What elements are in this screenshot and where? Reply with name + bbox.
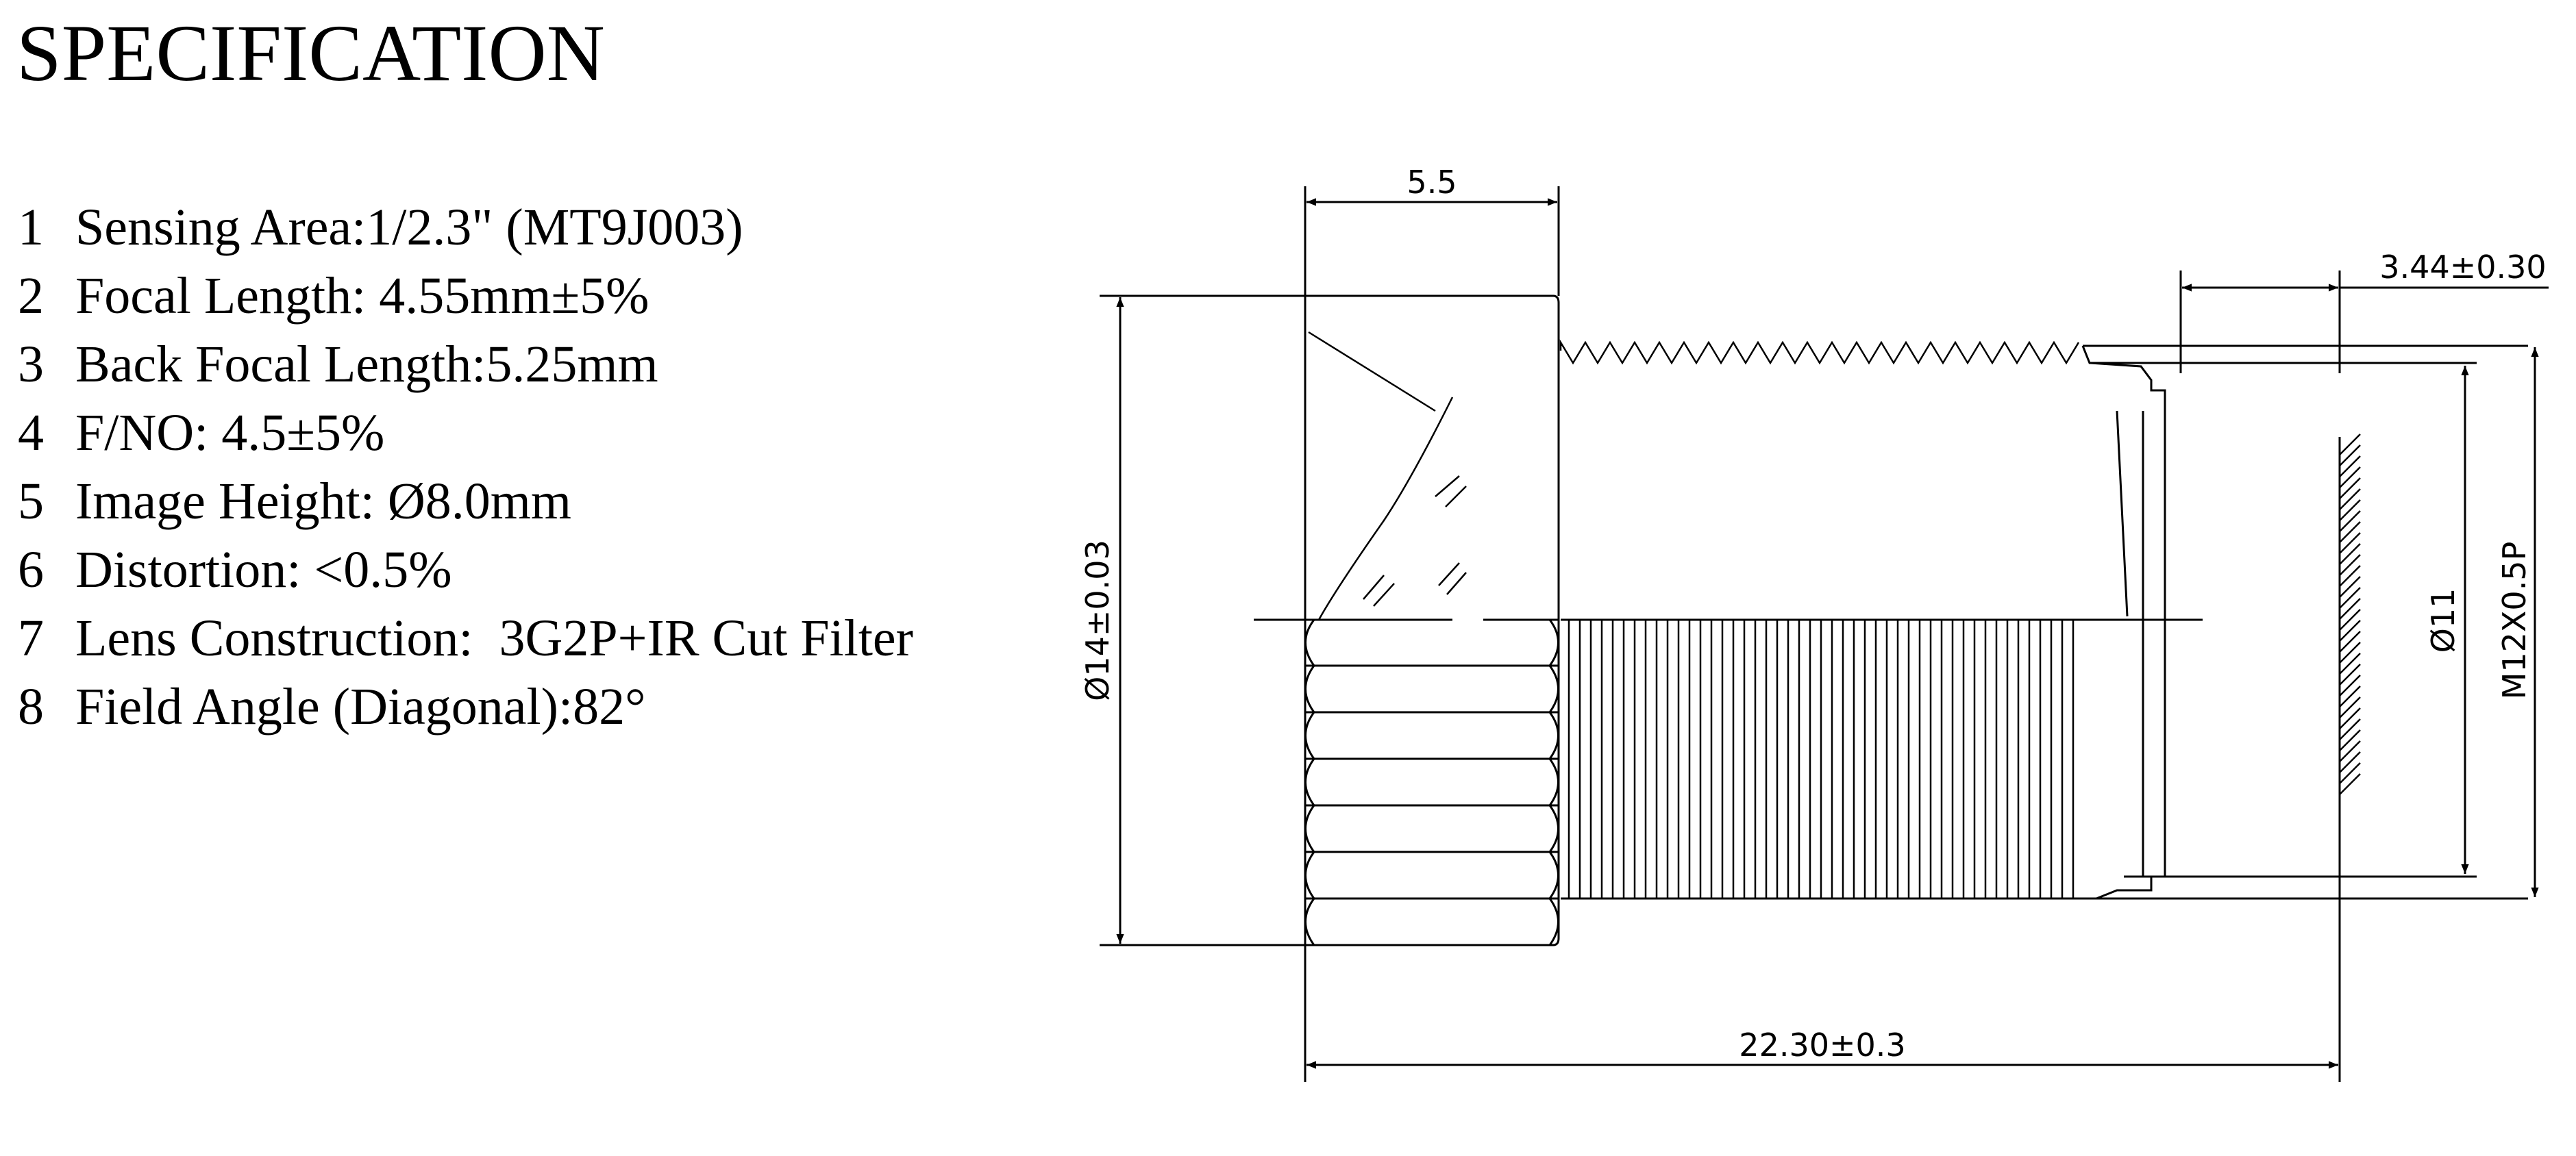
threaded-barrel (1559, 339, 2528, 900)
spec-text: Image Height: Ø8.0mm (75, 473, 571, 530)
spec-item-image-height: 5 Image Height: Ø8.0mm (18, 467, 913, 536)
spec-text: Field Angle (Diagonal):82° (75, 678, 646, 736)
spec-number: 1 (18, 199, 44, 256)
spec-text: Distortion: <0.5% (75, 541, 452, 599)
spec-item-field-angle: 8 Field Angle (Diagonal):82° (18, 673, 913, 741)
spec-item-sensing-area: 1 Sensing Area:1/2.3" (MT9J003) (18, 193, 913, 262)
dimension-head-diameter (1100, 294, 1305, 946)
spec-number: 7 (18, 610, 44, 667)
lens-head (1254, 294, 1560, 946)
spec-item-lens-construction: 7 Lens Construction: 3G2P+IR Cut Filter (18, 604, 913, 673)
spec-number: 6 (18, 541, 44, 599)
dimension-total-length (1304, 791, 2341, 1082)
spec-number: 4 (18, 404, 44, 462)
page-title: SPECIFICATION (16, 8, 605, 98)
label-thread: M12X0.5P (2496, 542, 2533, 700)
spec-text: Focal Length: 4.55mm±5% (75, 267, 649, 325)
spec-number: 8 (18, 678, 44, 736)
spec-list: 1 Sensing Area:1/2.3" (MT9J003) 2 Focal … (18, 193, 913, 741)
label-back-offset: 3.44±0.30 (2379, 249, 2546, 286)
spec-item-back-focal-length: 3 Back Focal Length:5.25mm (18, 330, 913, 399)
dimension-back-offset (2179, 271, 2549, 373)
label-head-diameter: Ø14±0.03 (1079, 540, 1116, 701)
label-inner-diameter: Ø11 (2425, 588, 2462, 653)
spec-item-focal-length: 2 Focal Length: 4.55mm±5% (18, 262, 913, 330)
spec-text: Sensing Area:1/2.3" (MT9J003) (75, 199, 743, 256)
spec-text: Back Focal Length:5.25mm (75, 336, 658, 393)
spec-text: Lens Construction: 3G2P+IR Cut Filter (75, 610, 913, 667)
label-total-length: 22.30±0.3 (1739, 1027, 1905, 1064)
dimension-head-width (1304, 186, 1560, 296)
spec-number: 5 (18, 473, 44, 530)
spec-number: 3 (18, 336, 44, 393)
spec-text: F/NO: 4.5±5% (75, 404, 385, 462)
spec-item-f-number: 4 F/NO: 4.5±5% (18, 399, 913, 467)
spec-number: 2 (18, 267, 44, 325)
label-head-width: 5.5 (1407, 164, 1457, 201)
spec-item-distortion: 6 Distortion: <0.5% (18, 536, 913, 604)
